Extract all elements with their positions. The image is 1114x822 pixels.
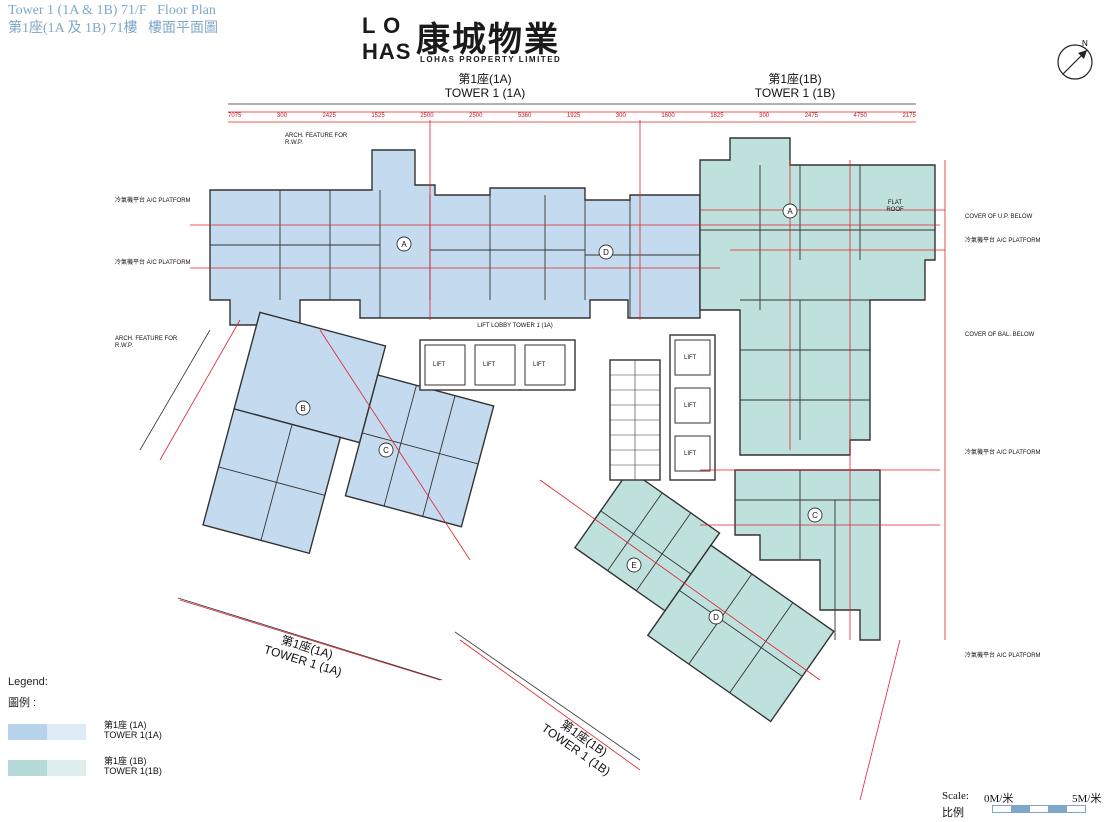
tower-1a-upper-block [209,149,701,326]
flat-letter-a-1b: A [787,207,793,216]
dim-value: 1825 [710,113,724,119]
dim-value: 2175 [902,113,916,119]
dim-value: 300 [759,113,770,119]
red-dimension-grid [159,120,946,801]
header-title-cn: 第1座(1A 及 1B) 71樓 [8,21,138,36]
header-plan-cn: 樓面平面圖 [148,21,218,36]
flat-letter-e: E [631,561,636,570]
tower-1b-upper-block [699,137,936,456]
dim-value: 300 [615,113,626,119]
scale-label-en: Scale: [942,790,969,802]
legend-swatch-1a [8,724,86,740]
logo-name-cn: 康城物業 [416,20,560,60]
ac-platform-note-4: 冷氣機平台 A/C PLATFORM [965,450,1041,456]
tower-1b-label-top: 第1座(1B) TOWER 1 (1B) [740,72,850,100]
flat-roof-label: FLAT ROOF [886,200,904,213]
flat-letter-c-1b: C [812,511,818,520]
flat-letter-a: A [401,240,407,249]
top-dimension-line [228,103,916,123]
ac-platform-note-3: 冷氣機平台 A/C PLATFORM [965,238,1041,244]
dim-value: 5360 [518,113,532,119]
tower-1a-label-top: 第1座(1A) TOWER 1 (1A) [430,72,540,100]
tower-1b-cn: 第1座(1B) [768,72,822,86]
ac-platform-note-2: 冷氣機平台 A/C PLATFORM [115,260,191,266]
scale-end: 5M/米 [1072,793,1102,805]
legend-1b-cn: 第1座 (1B) [104,756,147,766]
dim-value: 1525 [371,113,385,119]
dim-value: 1600 [661,113,675,119]
dim-value: 2500 [420,113,434,119]
legend-1a-en: TOWER 1(1A) [104,730,162,740]
logo-name-en: LOHAS PROPERTY LIMITED [420,55,562,64]
flat-letter-b: B [300,404,305,413]
tower-1a-en: TOWER 1 (1A) [444,86,526,100]
legend-1b-en: TOWER 1(1B) [104,766,162,776]
flat-letter-d-1b: D [713,613,719,622]
dim-value: 4750 [853,113,867,119]
legend-1a-cn: 第1座 (1A) [104,720,147,730]
header-title-cn-row: 第1座(1A 及 1B) 71樓 樓面平面圖 [8,20,218,38]
tower-1b-en: TOWER 1 (1B) [754,86,836,100]
dim-value: 2500 [469,113,483,119]
outer-dimension-lines [139,329,641,761]
ac-platform-note-1: 冷氣機平台 A/C PLATFORM [115,198,191,204]
arch-feature-note-1: ARCH. FEATURE FOR R.W.P. [115,336,178,349]
lift-label-4: LIFT [684,355,697,361]
legend-title-en: Legend: [8,676,48,688]
dim-value: 2425 [322,113,336,119]
legend-title-cn: 圖例 : [8,697,37,709]
tower-1b-flat-d-e-block [573,468,835,723]
tower-1a-cn: 第1座(1A) [458,72,512,86]
lift-label-6: LIFT [684,451,697,457]
flat-letter-d: D [603,248,609,257]
cover-bal-note: COVER OF BAL. BELOW [965,332,1035,338]
north-arrow-icon: N [1057,39,1093,80]
lift-label-2: LIFT [483,362,496,368]
lift-label-1: LIFT [433,362,446,368]
flat-marker-letters: A D A B C C D E [300,207,818,622]
cover-up-note: COVER OF U.P. BELOW [965,214,1033,220]
dim-value: 7075 [228,113,242,119]
tower-1a-flat-b-c-block [202,311,495,555]
lift-lobby-label: LIFT LOBBY TOWER 1 (1A) [477,323,553,329]
svg-text:N: N [1082,39,1088,48]
flat-letter-c: C [383,446,389,455]
dim-value: 300 [276,113,287,119]
arch-feature-note-2: ARCH. FEATURE FOR R.W.P. [285,133,348,146]
lift-label-3: LIFT [533,362,546,368]
flat-markers [295,203,823,625]
tower-1b-flat-c-block [734,469,881,641]
logo-mark-top: L O [362,13,402,38]
core-lift-lobby [419,334,716,481]
header-title-en: Tower 1 (1A & 1B) 71/F Floor Plan [8,2,216,20]
company-logo: L O HAS 康城物業 LOHAS PROPERTY LIMITED [362,12,582,66]
scale-bar [992,805,1086,813]
lift-label-5: LIFT [684,403,697,409]
top-dimension-values: 7075 300 2425 1525 2500 2500 5360 1925 3… [228,113,916,121]
header-plan: Floor Plan [157,3,216,18]
scale-start: 0M/米 [984,793,1014,805]
logo-mark-bottom: HAS [362,39,412,64]
dim-value: 1925 [566,113,581,119]
legend-swatch-1b [8,760,86,776]
ac-platform-note-5: 冷氣機平台 A/C PLATFORM [965,653,1041,659]
dim-value: 2475 [804,113,819,119]
header-title: Tower 1 (1A & 1B) 71/F [8,3,147,18]
scale-label-cn: 比例 [942,807,964,819]
